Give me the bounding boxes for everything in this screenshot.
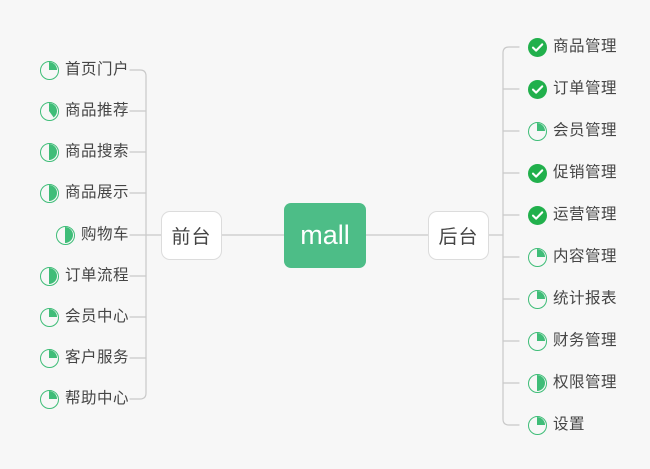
leaf-item-front-7[interactable]: 客户服务 bbox=[39, 346, 129, 370]
leaf-item-back-1[interactable]: 订单管理 bbox=[528, 77, 617, 101]
leaf-item-front-2[interactable]: 商品搜索 bbox=[39, 140, 129, 164]
leaf-item-back-2[interactable]: 会员管理 bbox=[528, 119, 617, 143]
leaf-item-label: 首页门户 bbox=[64, 61, 129, 78]
leaf-item-front-4[interactable]: 购物车 bbox=[55, 223, 129, 247]
leaf-item-label: 客户服务 bbox=[64, 349, 129, 366]
root-node-mall[interactable]: mall bbox=[284, 203, 366, 268]
leaf-item-label: 促销管理 bbox=[553, 164, 618, 181]
leaf-item-front-0[interactable]: 首页门户 bbox=[39, 58, 129, 82]
leaf-item-back-4[interactable]: 运营管理 bbox=[528, 203, 617, 227]
status-progress-icon bbox=[528, 415, 547, 435]
branch-node-back[interactable]: 后台 bbox=[428, 211, 489, 260]
leaf-item-back-7[interactable]: 财务管理 bbox=[528, 329, 617, 353]
status-progress-icon bbox=[528, 121, 547, 141]
leaf-item-front-5[interactable]: 订单流程 bbox=[39, 264, 129, 288]
status-progress-icon bbox=[528, 247, 547, 267]
status-check-icon bbox=[528, 163, 547, 183]
leaf-item-front-1[interactable]: 商品推荐 bbox=[39, 99, 129, 123]
branch-node-front-label: 前台 bbox=[171, 227, 212, 248]
status-progress-icon bbox=[528, 331, 547, 351]
leaf-item-label: 统计报表 bbox=[553, 290, 618, 307]
leaf-item-label: 设置 bbox=[553, 416, 586, 433]
leaf-item-front-6[interactable]: 会员中心 bbox=[39, 305, 129, 329]
status-progress-icon bbox=[39, 348, 59, 368]
leaf-item-label: 商品展示 bbox=[64, 184, 129, 201]
leaf-item-label: 商品搜索 bbox=[64, 143, 129, 160]
leaf-item-label: 运营管理 bbox=[553, 206, 618, 223]
status-check-icon bbox=[528, 205, 547, 225]
leaf-item-label: 权限管理 bbox=[553, 374, 618, 391]
trunk-right bbox=[502, 46, 520, 426]
status-progress-icon bbox=[39, 183, 59, 203]
trunk-left bbox=[129, 69, 147, 400]
leaf-item-label: 内容管理 bbox=[553, 248, 618, 265]
leaf-item-back-0[interactable]: 商品管理 bbox=[528, 35, 617, 59]
leaf-item-front-8[interactable]: 帮助中心 bbox=[39, 387, 129, 411]
status-progress-icon bbox=[39, 142, 59, 162]
leaf-item-back-6[interactable]: 统计报表 bbox=[528, 287, 617, 311]
leaf-item-front-3[interactable]: 商品展示 bbox=[39, 181, 129, 205]
leaf-item-label: 商品管理 bbox=[553, 38, 618, 55]
leaf-item-label: 订单管理 bbox=[553, 80, 618, 97]
status-progress-icon bbox=[55, 225, 75, 245]
leaf-item-label: 订单流程 bbox=[64, 267, 129, 284]
leaf-item-label: 商品推荐 bbox=[64, 102, 129, 119]
status-progress-icon bbox=[39, 101, 59, 121]
branch-node-front[interactable]: 前台 bbox=[161, 211, 222, 260]
root-node-label: mall bbox=[300, 220, 350, 250]
status-check-icon bbox=[528, 79, 547, 99]
leaf-item-back-9[interactable]: 设置 bbox=[528, 413, 585, 437]
leaf-item-label: 财务管理 bbox=[553, 332, 618, 349]
leaf-item-back-8[interactable]: 权限管理 bbox=[528, 371, 617, 395]
branch-node-back-label: 后台 bbox=[438, 227, 479, 248]
status-progress-icon bbox=[39, 60, 59, 80]
leaf-item-back-3[interactable]: 促销管理 bbox=[528, 161, 617, 185]
status-progress-icon bbox=[39, 307, 59, 327]
leaf-item-label: 帮助中心 bbox=[64, 390, 129, 407]
status-progress-icon bbox=[39, 389, 59, 409]
leaf-item-label: 购物车 bbox=[80, 226, 129, 243]
leaf-item-label: 会员中心 bbox=[64, 308, 129, 325]
status-progress-icon bbox=[528, 373, 547, 393]
leaf-item-back-5[interactable]: 内容管理 bbox=[528, 245, 617, 269]
status-progress-icon bbox=[39, 266, 59, 286]
status-progress-icon bbox=[528, 289, 547, 309]
leaf-item-label: 会员管理 bbox=[553, 122, 618, 139]
status-check-icon bbox=[528, 37, 547, 57]
